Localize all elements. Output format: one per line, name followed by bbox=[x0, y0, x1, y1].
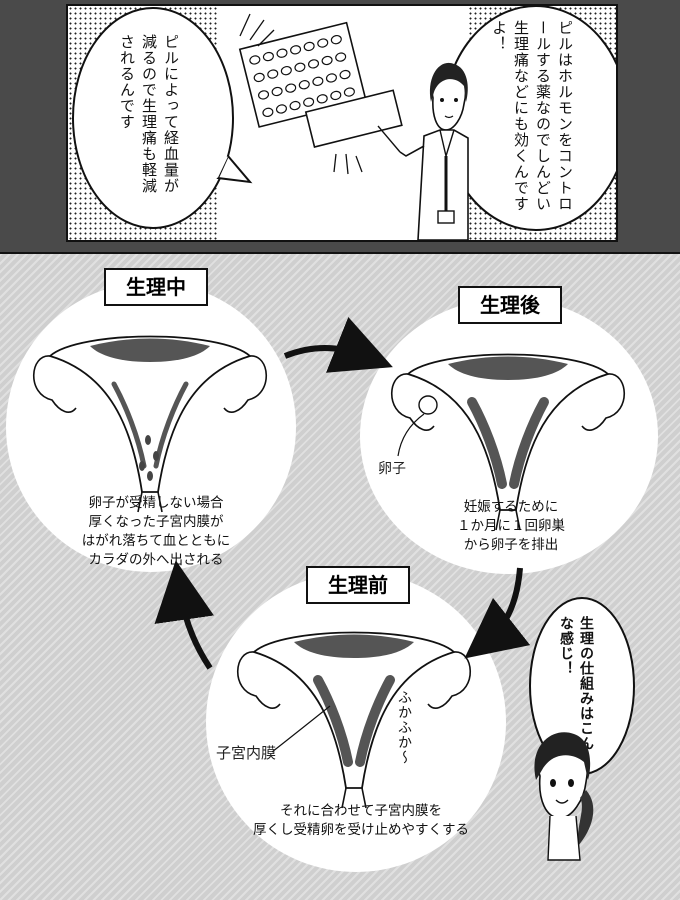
pill bbox=[253, 72, 265, 83]
pill bbox=[339, 69, 351, 80]
blood-drop bbox=[139, 461, 145, 471]
stage-before-caption: それに合わせて子宮内膜を 厚くし受精卵を受け止めやすくする bbox=[253, 803, 469, 838]
uterus-after bbox=[390, 353, 626, 531]
stage-during-caption: 卵子が受精しない場合 厚くなった子宮内膜が はがれ落ちて血とともに カラダの外へ… bbox=[81, 495, 231, 568]
pill bbox=[267, 69, 279, 79]
pill bbox=[330, 34, 342, 45]
pill bbox=[303, 41, 315, 52]
arrow-before-to-during bbox=[154, 560, 214, 670]
egg-label: 卵子 bbox=[378, 461, 406, 477]
blood-drop bbox=[147, 471, 153, 481]
pill bbox=[298, 80, 310, 90]
uterus-during bbox=[32, 335, 268, 513]
pill bbox=[275, 104, 288, 114]
uterus-before bbox=[236, 631, 472, 809]
pill bbox=[335, 52, 347, 62]
guide-bubble-text: 生理の仕組みはこんな感じ！ bbox=[558, 616, 594, 751]
doctor-with-pills-illustration bbox=[238, 13, 469, 240]
pill bbox=[289, 100, 301, 111]
pill bbox=[285, 83, 297, 93]
stage-during-label: 生理中 bbox=[104, 268, 208, 306]
pill bbox=[262, 107, 274, 118]
stage-before-label: 生理前 bbox=[306, 566, 410, 604]
arrow-during-to-after bbox=[283, 317, 393, 373]
pill bbox=[303, 97, 315, 107]
pill bbox=[317, 38, 329, 48]
fluffy-sfx: ふかふか〜 bbox=[396, 690, 412, 765]
pill bbox=[276, 48, 288, 58]
top-panel: ピルによって経血量が減るので生理痛も軽減されるんです ピルはホルモンをコントロー… bbox=[66, 4, 618, 242]
endometrium-label: 子宮内膜 bbox=[216, 744, 277, 762]
pill bbox=[312, 76, 324, 87]
pill bbox=[330, 90, 342, 101]
left-bubble-text: ピルによって経血量が減るので生理痛も軽減されるんです bbox=[118, 34, 180, 194]
arrow-after-to-before bbox=[464, 567, 531, 659]
pill bbox=[294, 62, 306, 72]
pill bbox=[249, 55, 261, 65]
right-bubble-text: ピルはホルモンをコントロールする薬なのでしんどい生理痛などにも効くんですよ！ bbox=[490, 20, 574, 212]
pill bbox=[271, 86, 283, 97]
pill bbox=[321, 55, 333, 66]
blood-drop bbox=[153, 451, 159, 461]
stage-after-label: 生理後 bbox=[458, 286, 562, 324]
pill bbox=[307, 59, 320, 69]
pill bbox=[262, 51, 274, 62]
blood-drop bbox=[145, 435, 151, 445]
stage-after-caption: 妊娠するために １か月に１回卵巣 から卵子を排出 bbox=[457, 499, 565, 553]
pill bbox=[290, 45, 302, 55]
pill bbox=[258, 90, 270, 100]
pill bbox=[325, 73, 338, 83]
pill bbox=[316, 94, 328, 104]
pill bbox=[343, 87, 355, 97]
pill bbox=[280, 65, 292, 76]
